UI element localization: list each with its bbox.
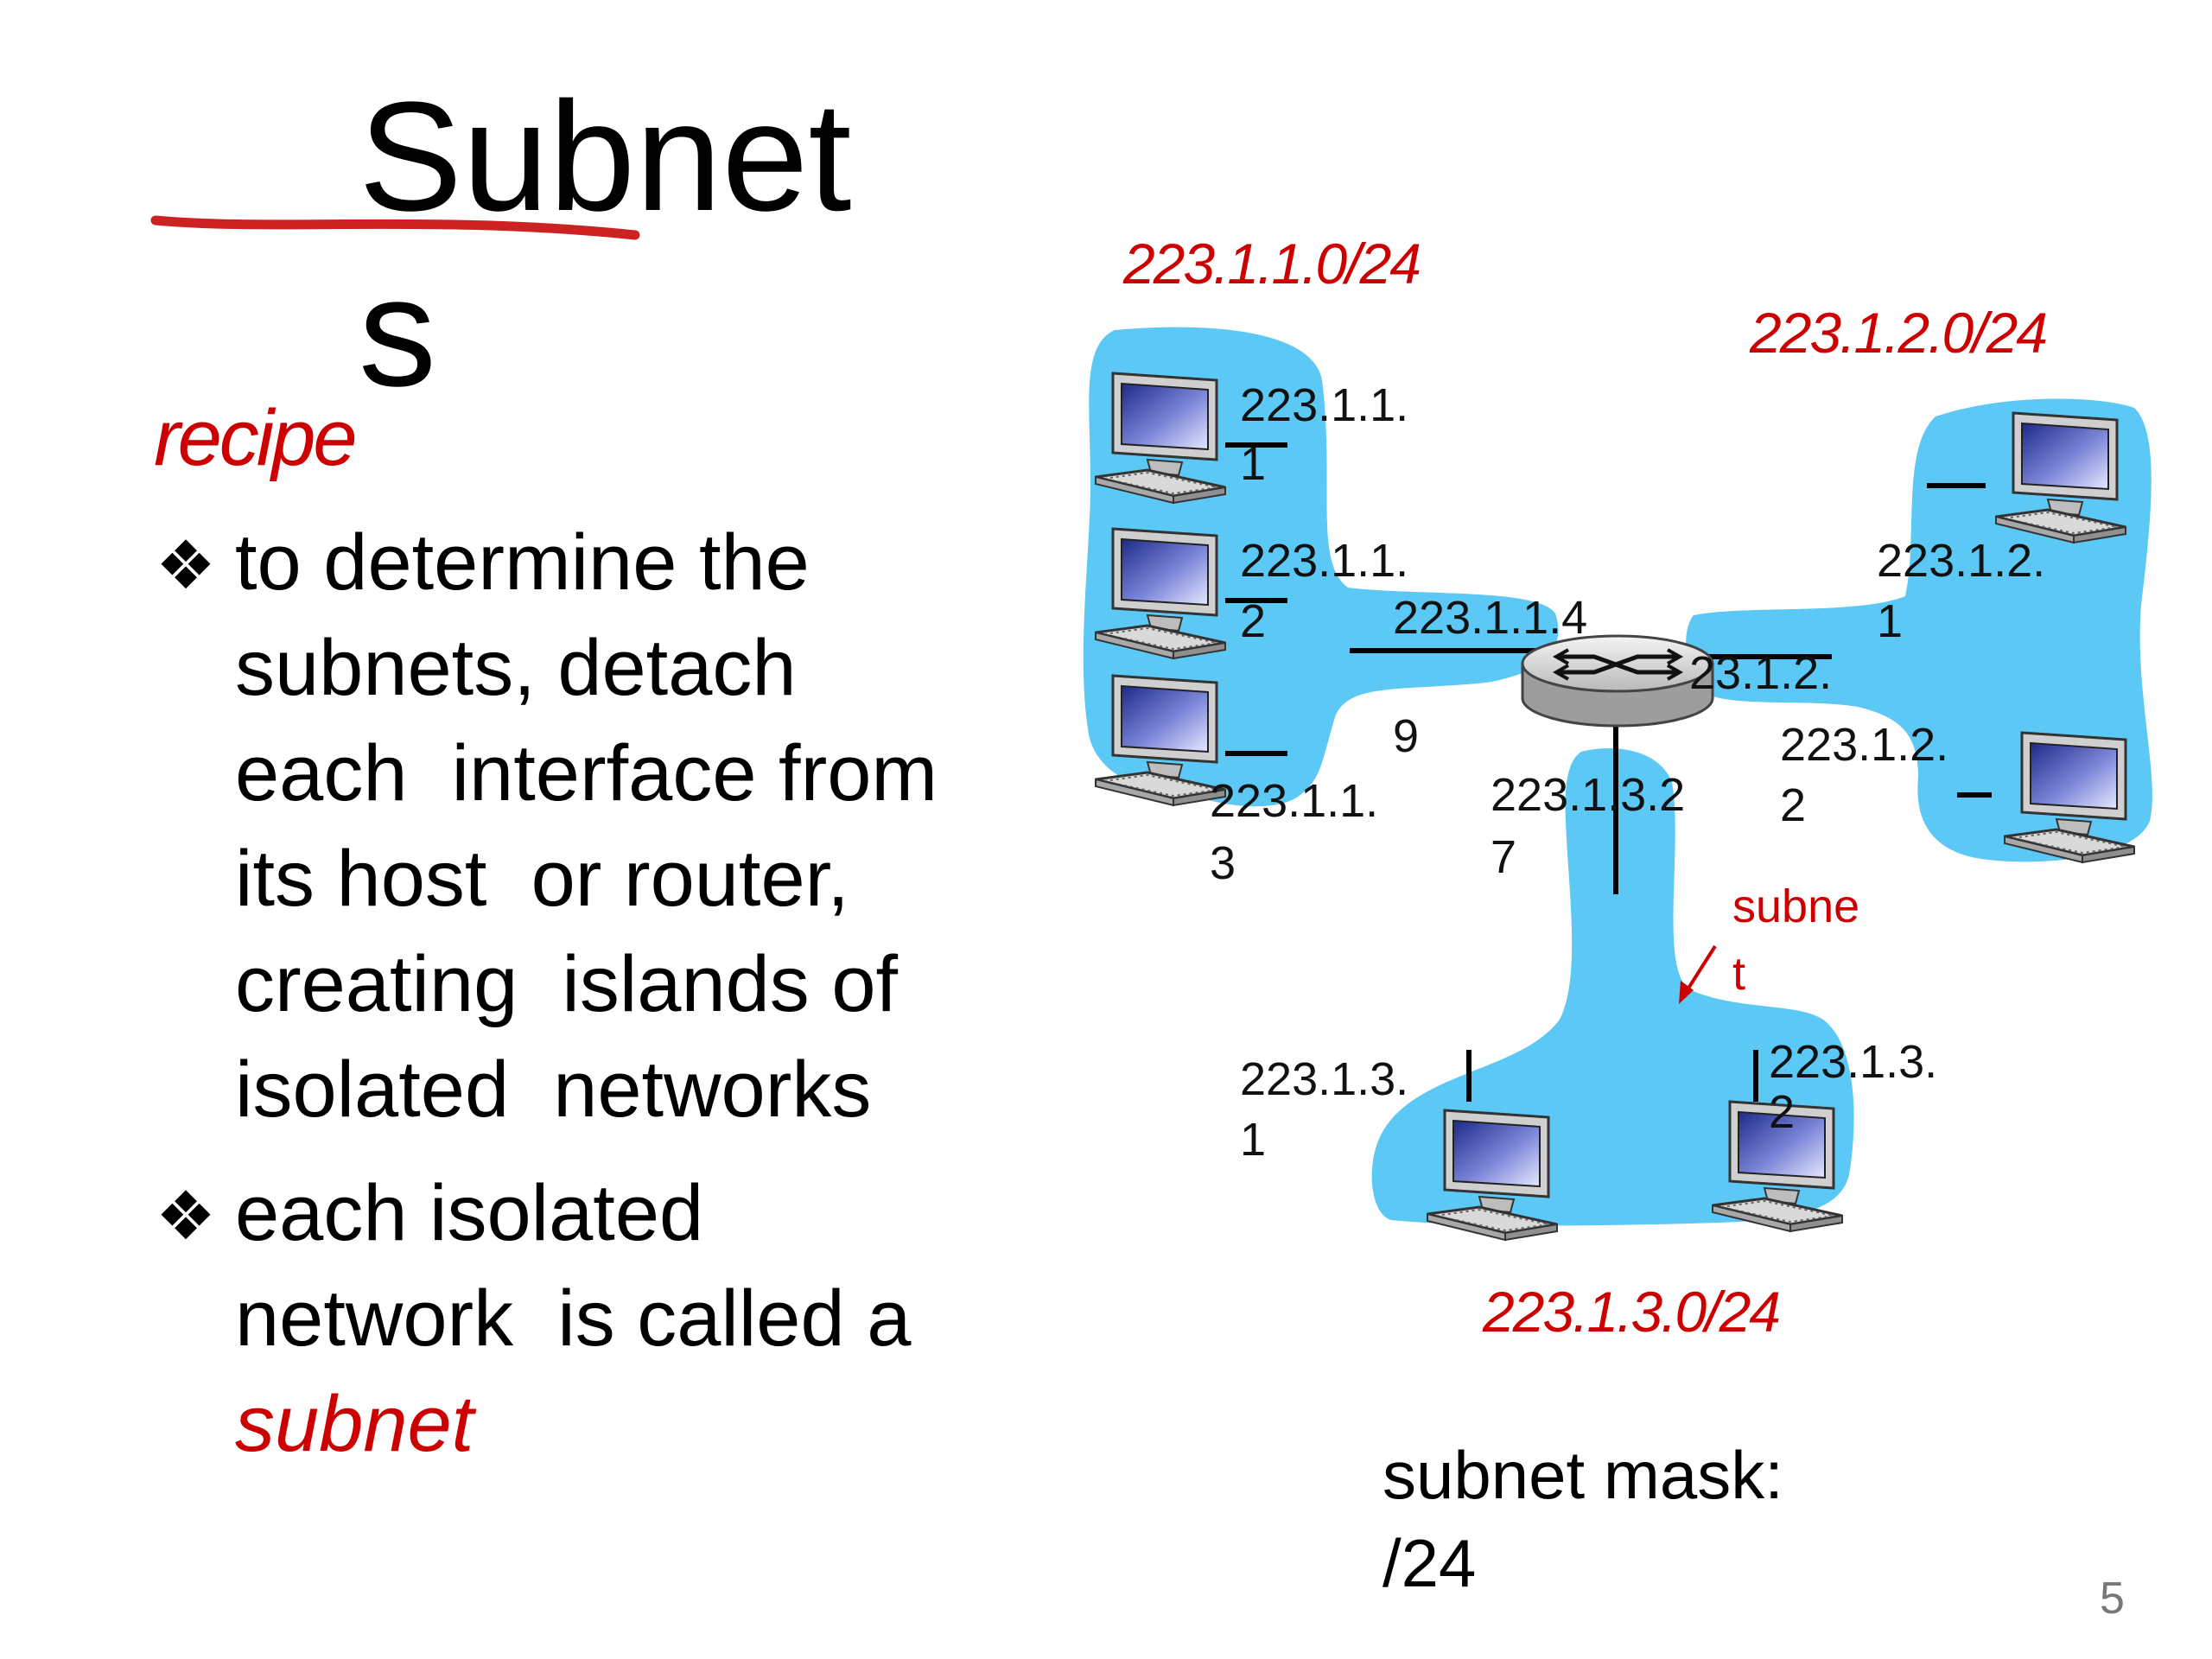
network-prefix-2: 223.1.2.0/24 — [1750, 301, 2048, 365]
iface-label-router: 223.1.1.4 — [1393, 592, 1588, 644]
bullet-1-line-2: subnets, detach — [235, 624, 797, 712]
bullet-1-line-1: to determine the — [235, 518, 810, 607]
iface-label: 223.1.2. — [1877, 535, 2046, 587]
iface-label: 223.1.1. — [1240, 379, 1409, 431]
host-computer-icon — [1994, 411, 2127, 544]
host-computer-icon — [1426, 1109, 1559, 1242]
host-computer-icon — [1094, 674, 1227, 807]
iface-label: 2 — [1769, 1086, 1796, 1138]
bullet-1-line-6: isolated networks — [235, 1046, 872, 1134]
iface-label: 1 — [1240, 438, 1267, 490]
bullet-2-line-2: network is called a — [235, 1274, 912, 1363]
iface-label: 2 — [1780, 779, 1807, 831]
subnet-callout-text-2: t — [1732, 948, 1746, 1000]
iface-label: 1 — [1877, 595, 1904, 647]
bullet-1-line-5: creating islands of — [235, 940, 899, 1028]
subnet-arrow — [1679, 944, 1717, 1004]
iface-label: 223.1.3. — [1240, 1053, 1409, 1105]
iface-label-router: 9 — [1393, 710, 1420, 762]
bullet-diamond-icon: ❖ — [156, 1178, 216, 1254]
iface-label: 223.1.3. — [1769, 1036, 1938, 1088]
router-icon — [1521, 634, 1714, 728]
iface-label: 2 — [1240, 595, 1267, 647]
subnet-mask-value: /24 — [1382, 1525, 1477, 1601]
iface-label: 1 — [1240, 1114, 1267, 1166]
iface-label-router: 7 — [1491, 831, 1517, 883]
subnet-mask-label: subnet mask: — [1382, 1437, 1783, 1513]
page-number: 5 — [2100, 1573, 2125, 1624]
host-computer-icon — [1094, 527, 1227, 660]
bullet-2-line-1: each isolated — [235, 1169, 704, 1257]
network-prefix-3: 223.1.3.0/24 — [1483, 1280, 1781, 1344]
iface-label-router: 23.1.2. — [1689, 647, 1833, 699]
subnet-callout-text-1: subne — [1732, 880, 1860, 932]
bullet-2-emphasis: subnet — [235, 1380, 474, 1468]
bullet-1-line-3: each interface from — [235, 729, 938, 817]
iface-label: 223.1.2. — [1780, 719, 1949, 771]
iface-label-router: 223.1.3.2 — [1491, 769, 1686, 821]
bullet-1-line-4: its host or router, — [235, 835, 849, 923]
iface-label: 223.1.1. — [1240, 535, 1409, 587]
slide-title-line1: Subnet — [359, 70, 852, 244]
host-computer-icon — [2003, 731, 2136, 864]
host-computer-icon — [1094, 372, 1227, 505]
network-prefix-1: 223.1.1.0/24 — [1123, 232, 1421, 296]
slide-title-line2: s — [359, 245, 436, 419]
iface-label: 3 — [1210, 837, 1236, 889]
iface-label: 223.1.1. — [1210, 775, 1379, 827]
bullet-diamond-icon: ❖ — [156, 527, 216, 603]
recipe-subtitle: recipe — [154, 394, 358, 482]
